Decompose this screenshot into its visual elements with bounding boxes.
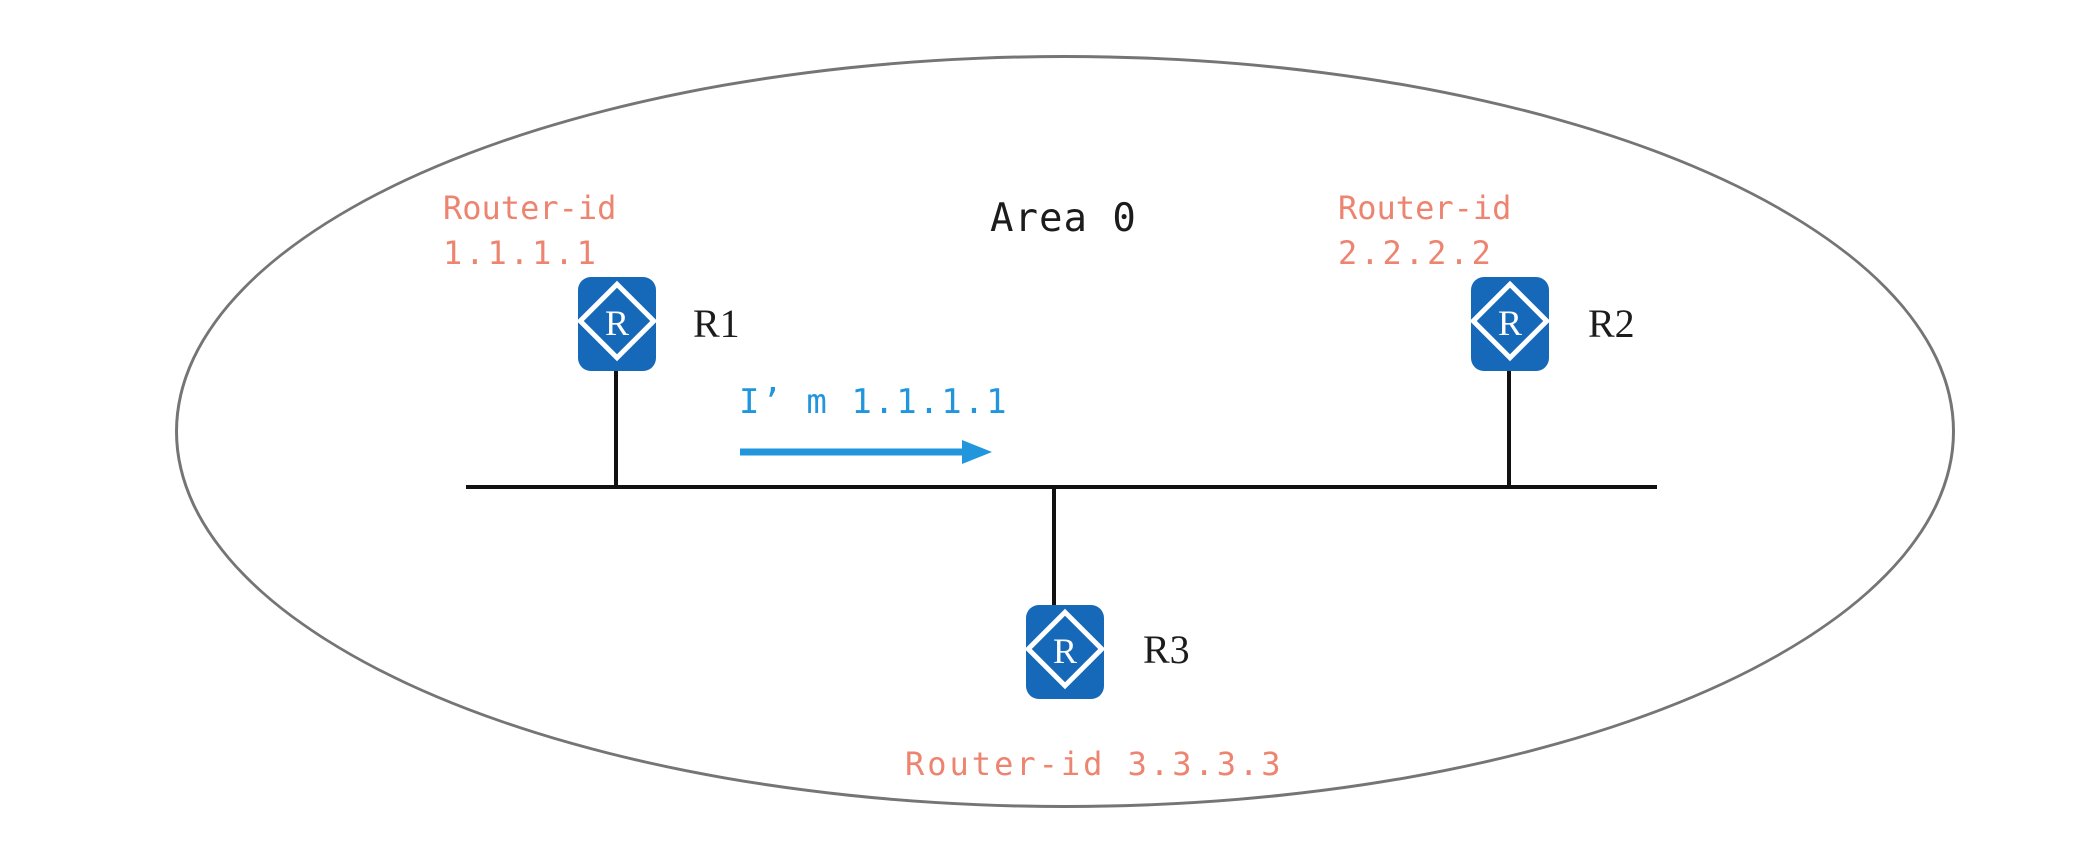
- router-icon-r2[interactable]: R: [1455, 277, 1565, 371]
- svg-text:R: R: [1053, 631, 1077, 671]
- router-id-value-r2: 2.2.2.2: [1338, 234, 1494, 272]
- svg-text:R: R: [1498, 303, 1522, 343]
- link-r3-to-bus: [1052, 487, 1056, 607]
- router-id-value-r1: 1.1.1.1: [443, 234, 599, 272]
- router-id-label-r2: Router-id 2.2.2.2: [1338, 186, 1511, 276]
- ethernet-bus-line: [466, 485, 1657, 489]
- hello-packet-label: I’ m 1.1.1.1: [739, 382, 1009, 422]
- router-icon-r1[interactable]: R: [562, 277, 672, 371]
- area-label: Area 0: [990, 196, 1137, 241]
- area-boundary-ellipse: [175, 55, 1955, 808]
- router-icon-r3[interactable]: R: [1010, 605, 1120, 699]
- device-label-r2: R2: [1588, 301, 1635, 346]
- router-id-prefix-r2: Router-id: [1338, 189, 1512, 227]
- svg-text:R: R: [605, 303, 629, 343]
- router-id-value-r3: Router-id 3.3.3.3: [905, 745, 1284, 783]
- router-id-label-r1: Router-id 1.1.1.1: [443, 186, 616, 276]
- router-id-prefix-r1: Router-id: [443, 189, 617, 227]
- link-r1-to-bus: [614, 368, 618, 487]
- link-r2-to-bus: [1507, 368, 1511, 487]
- device-label-r3: R3: [1143, 627, 1190, 672]
- device-label-r1: R1: [693, 301, 740, 346]
- router-id-label-r3: Router-id 3.3.3.3: [905, 742, 1284, 787]
- arrow-right-icon: [738, 436, 994, 468]
